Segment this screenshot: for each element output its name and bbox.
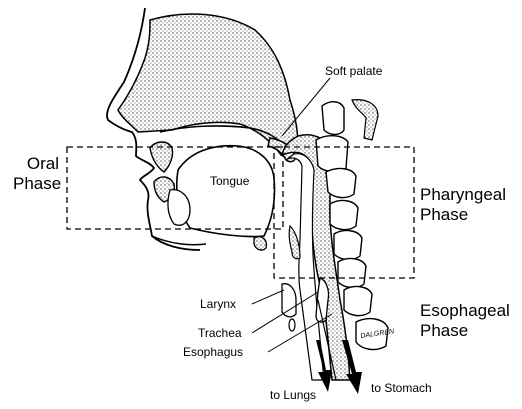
larynx-label: Larynx [200,298,236,310]
oral-phase-label-line2: Phase [13,175,59,192]
esophageal-phase-label: Esophageal Phase [420,302,510,339]
to-lungs-label: to Lungs [270,389,316,401]
trachea-ring [289,319,295,331]
pharyngeal-phase-label: Pharyngeal Phase [420,186,506,223]
larynx-leader [252,290,284,304]
hyoid-bone [254,237,266,250]
vertebra [338,259,366,288]
epiglottis [289,226,300,259]
jaw [152,236,206,245]
nasal-cavity [118,14,298,155]
soft-palate-label: Soft palate [325,65,382,77]
pharyngeal-phase-label-line1: Pharyngeal [420,186,506,203]
vertebra [322,102,344,135]
vertebra [326,169,356,198]
tongue-label: Tongue [210,175,249,187]
esophagus-label: Esophagus [183,346,243,358]
esophageal-phase-label-line1: Esophageal [420,302,510,319]
vertebra [344,287,372,316]
oral-phase-label: Oral Phase [13,155,59,192]
esophagus-leader [268,314,332,352]
oral-phase-label-line1: Oral [13,155,59,172]
vertebra [316,136,348,172]
pharyngeal-phase-label-line2: Phase [420,206,506,223]
trachea-label: Trachea [198,327,242,339]
to-stomach-label: to Stomach [371,382,432,394]
tongue [177,146,275,237]
vertebra [334,231,362,260]
vertebra [330,201,358,230]
larynx [282,284,296,317]
spinal-process [352,100,378,140]
esophageal-phase-label-line2: Phase [420,322,510,339]
